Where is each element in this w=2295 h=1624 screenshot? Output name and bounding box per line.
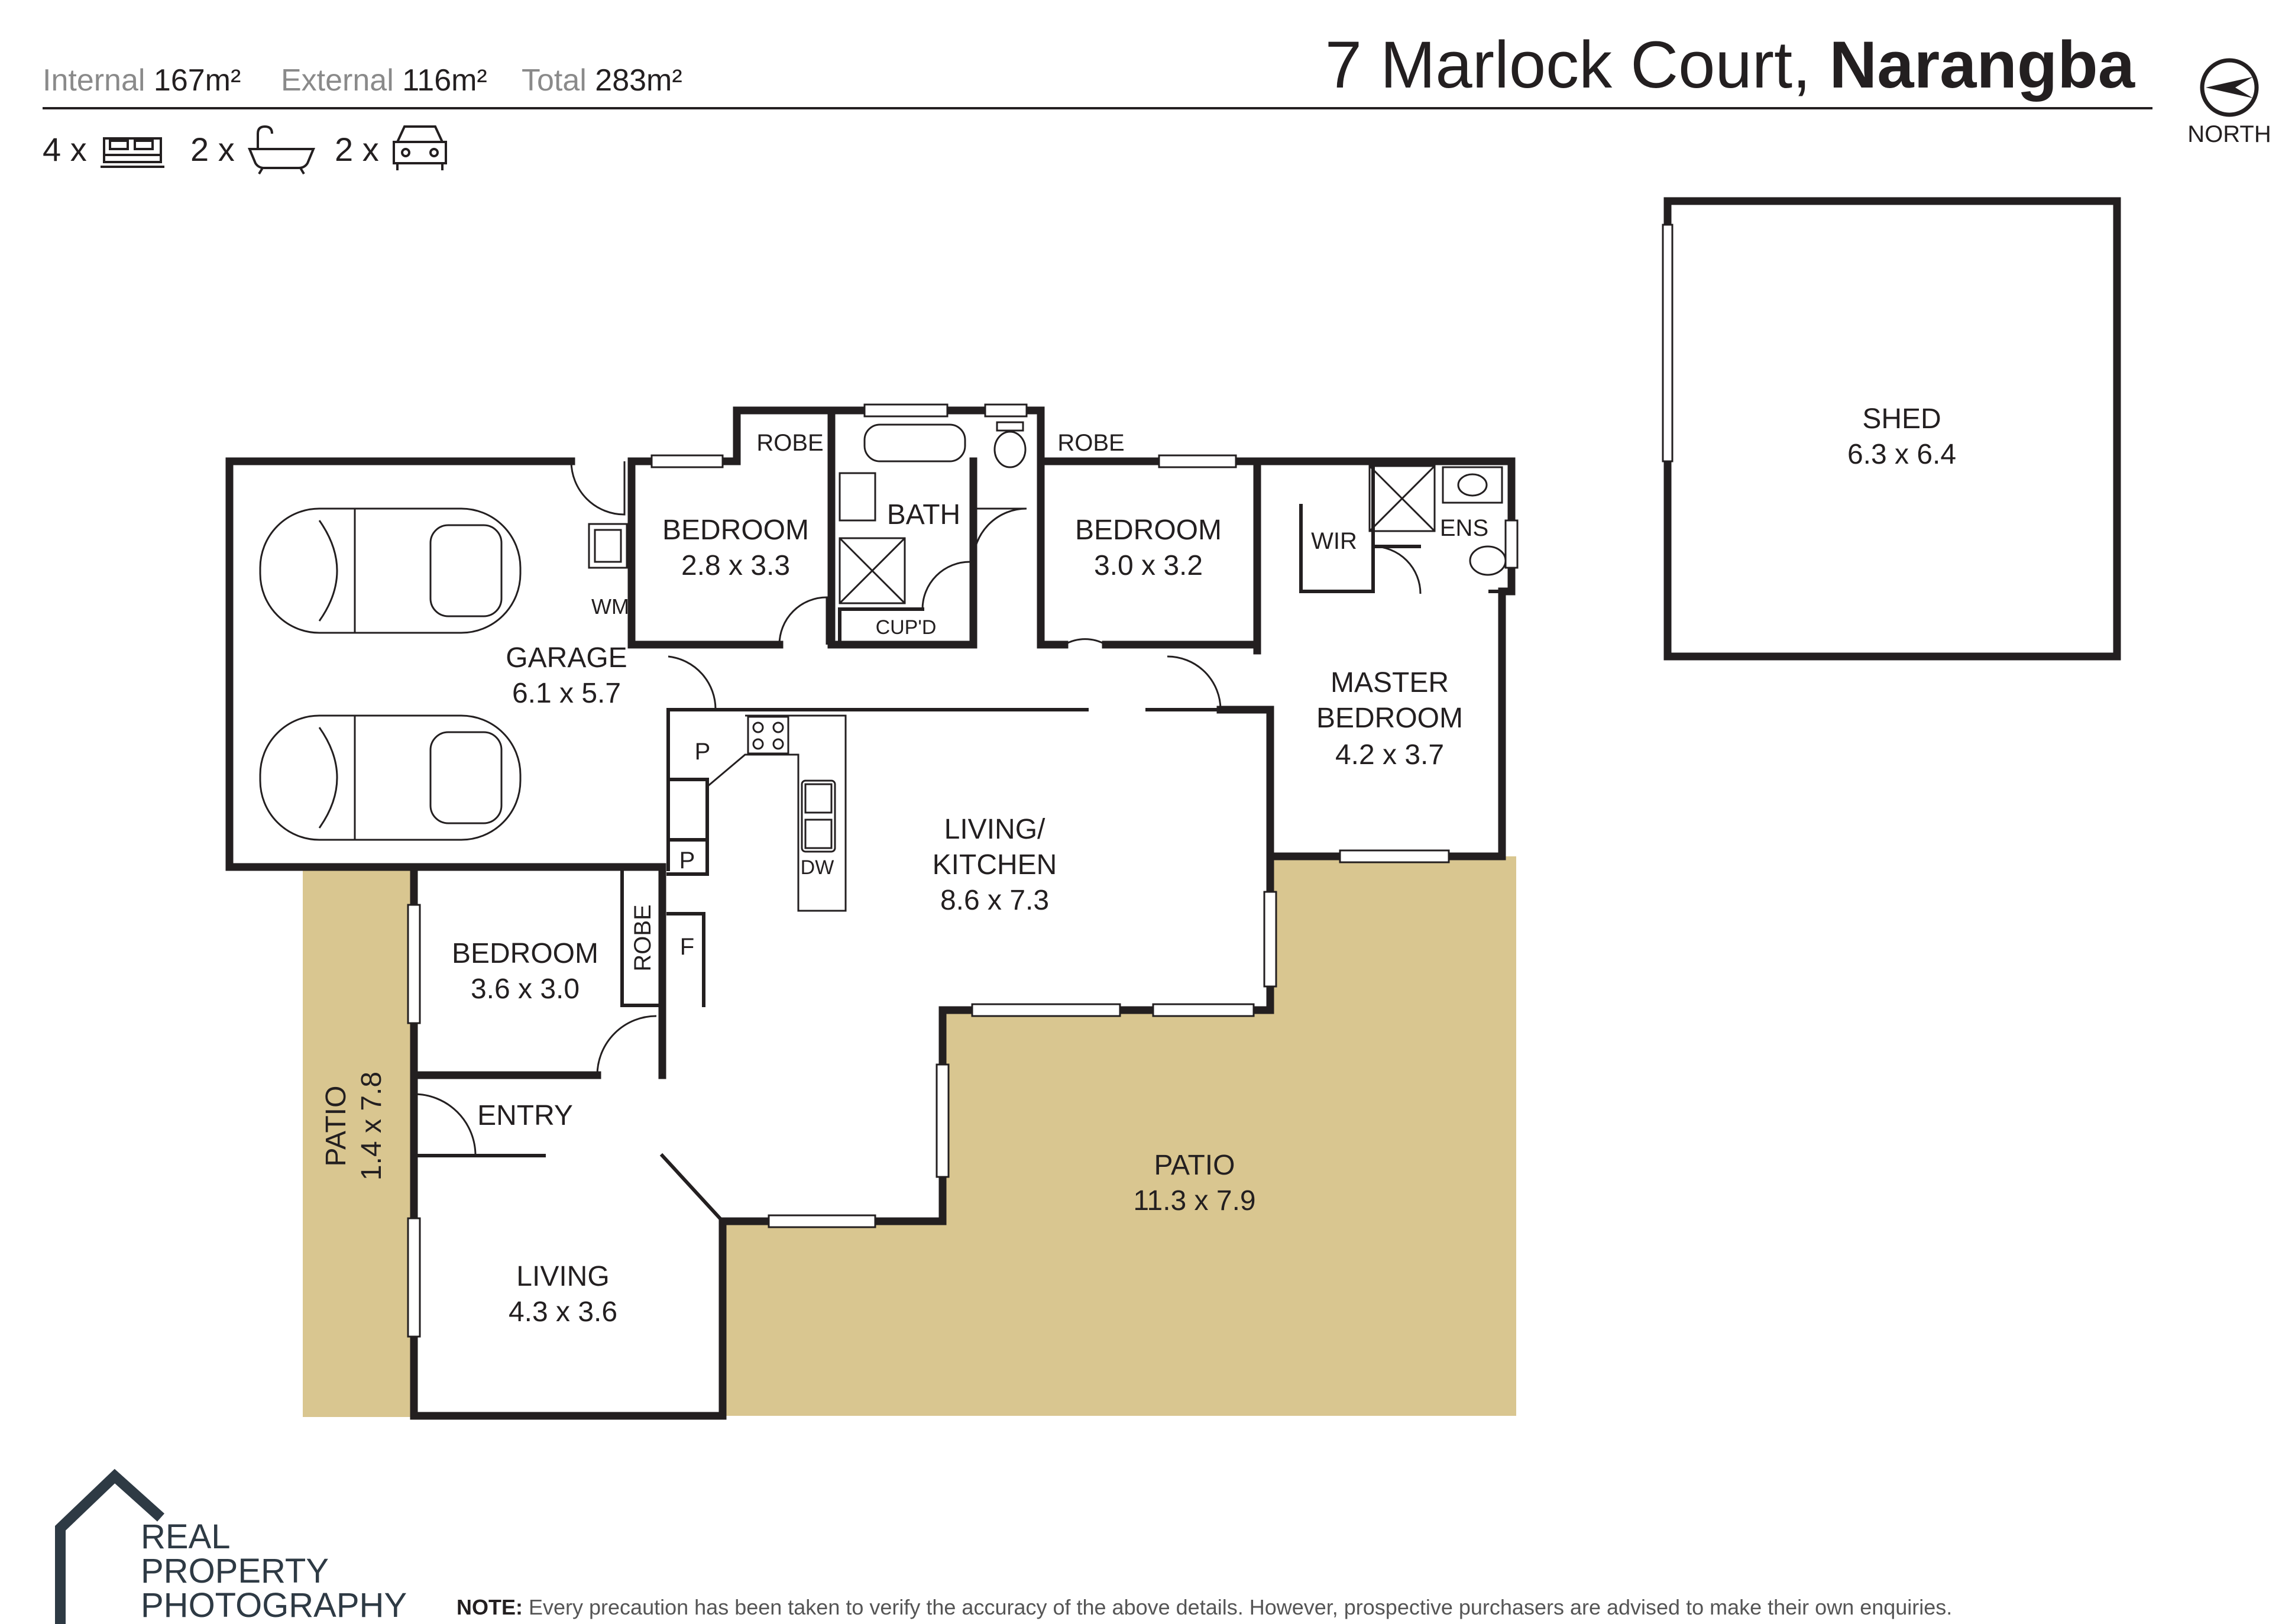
brand-line1: REAL (141, 1518, 231, 1556)
robe-label: ROBE (630, 904, 656, 971)
patio-main-area (723, 856, 1516, 1416)
room-labels: GARAGE 6.1 x 5.7 BEDROOM 2.8 x 3.3 BATH … (321, 403, 1956, 1328)
bedroom2-dims: 3.0 x 3.2 (1094, 550, 1203, 581)
shed-name: SHED (1862, 403, 1941, 435)
address-title: 7 Marlock Court, Narangba (1325, 28, 2135, 102)
shed-dims: 6.3 x 6.4 (1847, 439, 1956, 470)
robe-label: ROBE (756, 430, 823, 456)
patio-side-area (303, 867, 414, 1417)
master-name2: BEDROOM (1316, 703, 1463, 734)
north-label: NORTH (2187, 121, 2271, 147)
fixture-labels: ROBE ROBE WM CUP'D WIR ENS P P F DW ROBE (591, 430, 1488, 972)
car-icon (393, 125, 447, 170)
living-kitchen-name2: KITCHEN (933, 849, 1057, 881)
cupd-label: CUP'D (876, 616, 937, 639)
car-top-view (259, 507, 522, 634)
header: Internal 167m² External 116m² Total 283m… (43, 28, 2271, 175)
brand-line3: PHOTOGRAPHY (141, 1586, 407, 1624)
windows (407, 224, 1673, 1338)
kitchen-bench (707, 714, 847, 912)
internal-area: Internal 167m² (43, 63, 241, 98)
ens-label: ENS (1440, 515, 1488, 541)
bedroom3-name: BEDROOM (452, 938, 598, 969)
wir-label: WIR (1311, 528, 1357, 554)
bath-name: BATH (887, 499, 960, 530)
door-swings (413, 461, 1422, 1156)
external-area: External 116m² (281, 63, 487, 98)
total-area: Total 283m² (522, 63, 682, 98)
house-logo-icon (55, 1468, 165, 1624)
bedroom1-dims: 2.8 x 3.3 (681, 550, 790, 581)
living-name: LIVING (516, 1261, 609, 1292)
ensuite-fixtures (1368, 465, 1507, 576)
bathtub-icon (248, 125, 315, 175)
bedroom1-name: BEDROOM (662, 515, 809, 546)
pantry-label: P (679, 847, 695, 874)
disclaimer-note: NOTE: Every precaution has been taken to… (457, 1595, 1952, 1619)
living-dims: 4.3 x 3.6 (509, 1296, 617, 1328)
master-name1: MASTER (1331, 667, 1449, 698)
entry-name: ENTRY (477, 1100, 573, 1131)
garage-name: GARAGE (506, 642, 627, 674)
living-kitchen-dims: 8.6 x 7.3 (940, 885, 1049, 916)
garage-dims: 6.1 x 5.7 (512, 678, 621, 709)
patio-main-dims: 11.3 x 7.9 (1133, 1185, 1255, 1217)
patio-side-name: PATIO (321, 1086, 352, 1167)
brand-logo: REAL PROPERTY PHOTOGRAPHY (55, 1468, 407, 1624)
car-top-view (259, 714, 522, 841)
living-kitchen-name1: LIVING/ (944, 814, 1045, 845)
wm-label: WM (591, 594, 629, 619)
master-dims: 4.2 x 3.7 (1335, 739, 1444, 771)
pantry-label: P (695, 739, 711, 765)
bath-fixtures (839, 421, 1027, 604)
dishwasher-label: DW (801, 856, 834, 879)
patio-side-dims: 1.4 x 7.8 (356, 1072, 387, 1180)
compass-icon (2200, 58, 2259, 117)
robe-label: ROBE (1057, 430, 1124, 456)
bed-count: 4 x (43, 131, 87, 168)
bedroom3-dims: 3.6 x 3.0 (471, 973, 580, 1005)
bath-count: 2 x (190, 131, 235, 168)
fridge-label: F (680, 934, 694, 960)
patio-main-name: PATIO (1154, 1150, 1235, 1181)
bed-icon (101, 137, 164, 168)
car-count: 2 x (335, 131, 379, 168)
bedroom2-name: BEDROOM (1075, 515, 1222, 546)
laundry-tub (588, 523, 628, 569)
brand-line2: PROPERTY (141, 1552, 329, 1590)
